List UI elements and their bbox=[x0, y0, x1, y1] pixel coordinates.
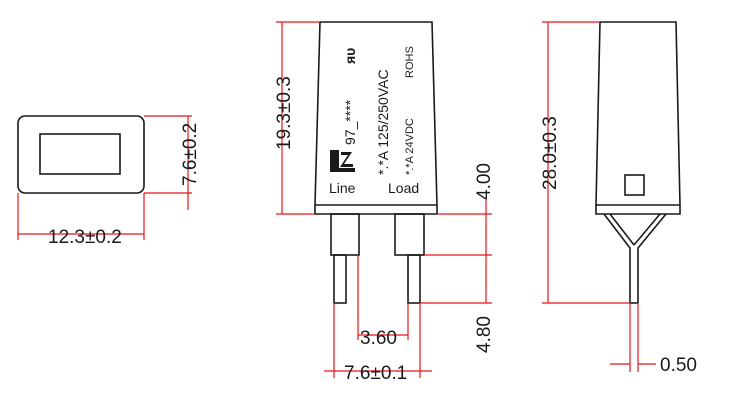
side-marker-box bbox=[624, 174, 645, 196]
pin-length-label: 4.80 bbox=[474, 316, 495, 353]
load-label: Load bbox=[388, 180, 419, 196]
total-height-label: 28.0±0.3 bbox=[540, 116, 561, 190]
front-view: 97_**** *.*A 125/250VAC *.*A 24VDC ROHS … bbox=[314, 21, 438, 304]
total-height-dimension: 28.0±0.3 bbox=[540, 21, 630, 304]
rating-dc: *.*A 24VDC bbox=[404, 118, 416, 175]
shoulder-dimension: 4.00 4.80 bbox=[420, 163, 495, 353]
line-pin-shoulder bbox=[330, 213, 360, 256]
top-view-inner-window bbox=[39, 133, 121, 175]
top-view-width-dimension: 12.3±0.2 bbox=[17, 193, 145, 248]
top-view-height-dimension: 7.6±0.2 bbox=[144, 115, 201, 210]
pin-diameter-dimension: 0.50 bbox=[610, 303, 697, 376]
load-pin-shoulder bbox=[394, 213, 425, 256]
load-pin bbox=[407, 254, 421, 304]
side-view bbox=[595, 21, 681, 304]
shoulder-label: 4.00 bbox=[474, 163, 495, 200]
pin-outer-dimension: 7.6±0.1 bbox=[324, 303, 432, 384]
width-label: 12.3±0.2 bbox=[48, 227, 122, 248]
side-body-outline bbox=[595, 21, 681, 206]
line-label: Line bbox=[329, 180, 356, 196]
body-height-label: 19.3±0.3 bbox=[274, 76, 295, 150]
side-pin bbox=[603, 213, 631, 303]
pin-outer-label: 7.6±0.1 bbox=[344, 363, 407, 384]
height-label: 7.6±0.2 bbox=[180, 123, 201, 186]
ul-mark: ᴙᴜ bbox=[342, 48, 358, 64]
body-height-dimension: 19.3±0.3 bbox=[274, 21, 320, 215]
rohs-mark: ROHS bbox=[404, 46, 416, 78]
part-number: 97_**** bbox=[342, 99, 358, 145]
top-view bbox=[17, 115, 145, 194]
pin-spacing-label: 3.60 bbox=[360, 328, 397, 349]
line-pin bbox=[333, 254, 347, 304]
pin-spacing-dimension: 3.60 bbox=[357, 255, 409, 349]
top-view-outer bbox=[17, 115, 145, 194]
rating-ac: *.*A 125/250VAC bbox=[375, 69, 391, 175]
pin-diameter-label: 0.50 bbox=[660, 355, 697, 376]
brand-logo-icon bbox=[330, 150, 355, 172]
